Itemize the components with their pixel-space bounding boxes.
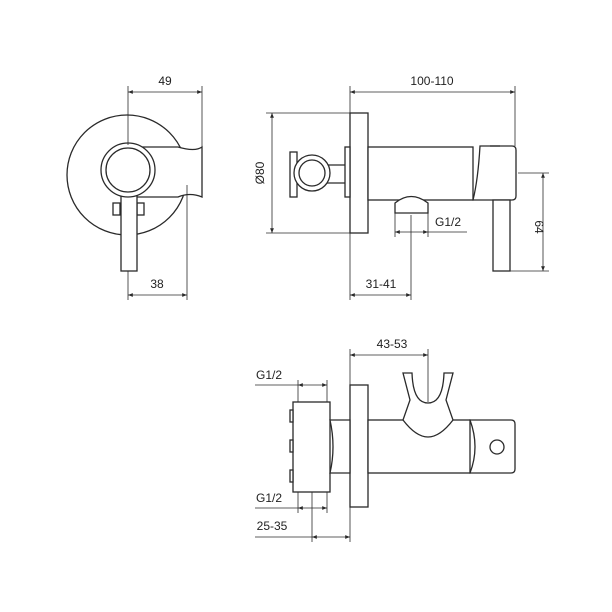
holder-ring-inner [298,159,326,187]
dim-label-holder-offset: 43-53 [377,337,408,351]
connector [329,419,351,474]
dim-label-38: 38 [150,277,164,291]
nub-right [136,202,145,216]
dim-label-length: 100-110 [410,74,453,88]
front-view: 49 38 [66,74,203,300]
valve-box [292,401,331,493]
wall-plate-side [349,112,369,234]
nub-left [112,202,121,216]
dim-label-inlet-bottom: G1/2 [256,491,282,505]
dim-label-installation-depth: 25-35 [257,519,288,533]
side-view: Ø80 100-110 G1/2 31-41 64 [253,74,549,300]
wall-plate-top [349,384,369,508]
dim-label-lever-height: 64 [532,220,546,234]
top-view: 43-53 G1/2 G1/2 25-35 [255,337,516,542]
head-side [472,145,517,201]
hand-shower-holder-top [402,372,454,438]
dim-label-49: 49 [158,74,172,88]
holder-base [344,146,351,198]
head-hole [489,439,505,455]
knob-outer [100,142,156,198]
knob-inner [105,147,151,193]
lever-handle [120,194,138,272]
lever-side [492,199,511,272]
dim-label-diameter: Ø80 [253,161,267,184]
head-top [469,419,516,474]
dim-label-inlet-top: G1/2 [256,368,282,382]
body-side [367,146,474,201]
outlet-nozzle [394,195,429,214]
dim-label-outlet-thread: G1/2 [435,215,461,229]
dim-label-outlet-offset: 31-41 [366,277,397,291]
